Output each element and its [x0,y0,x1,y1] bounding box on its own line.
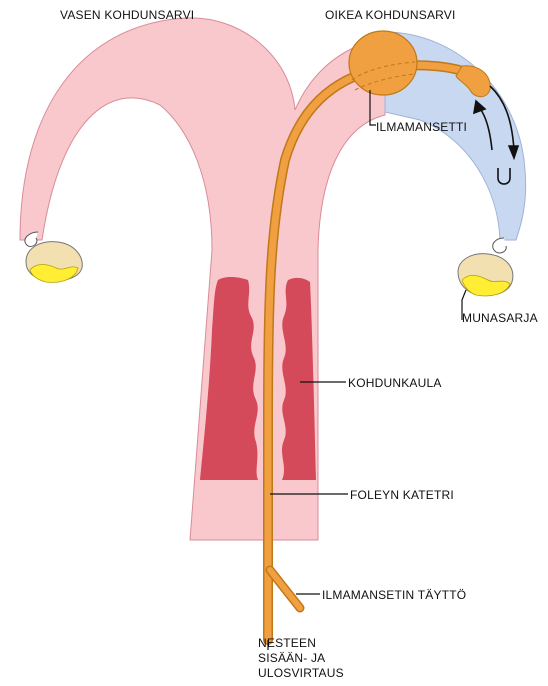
right-ovary-ligament [493,238,507,253]
label-flow-line3: ULOSVIRTAUS [258,666,344,680]
label-ovary: MUNASARJA [462,311,538,325]
label-catheter: FOLEYN KATETRI [350,488,454,502]
label-cuff: ILMAMANSETTI [376,120,467,134]
left-ovary-follicle [30,265,78,283]
label-left-horn: VASEN KOHDUNSARVI [60,8,194,22]
label-right-horn: OIKEA KOHDUNSARVI [325,8,456,22]
label-cervix: KOHDUNKAULA [348,376,442,390]
label-flow-line1: NESTEEN [258,636,316,650]
cervix-right [282,278,316,480]
label-cuff-inflation: ILMAMANSETIN TÄYTTÖ [322,588,466,602]
label-flow-line2: SISÄÄN- JA [258,651,325,665]
